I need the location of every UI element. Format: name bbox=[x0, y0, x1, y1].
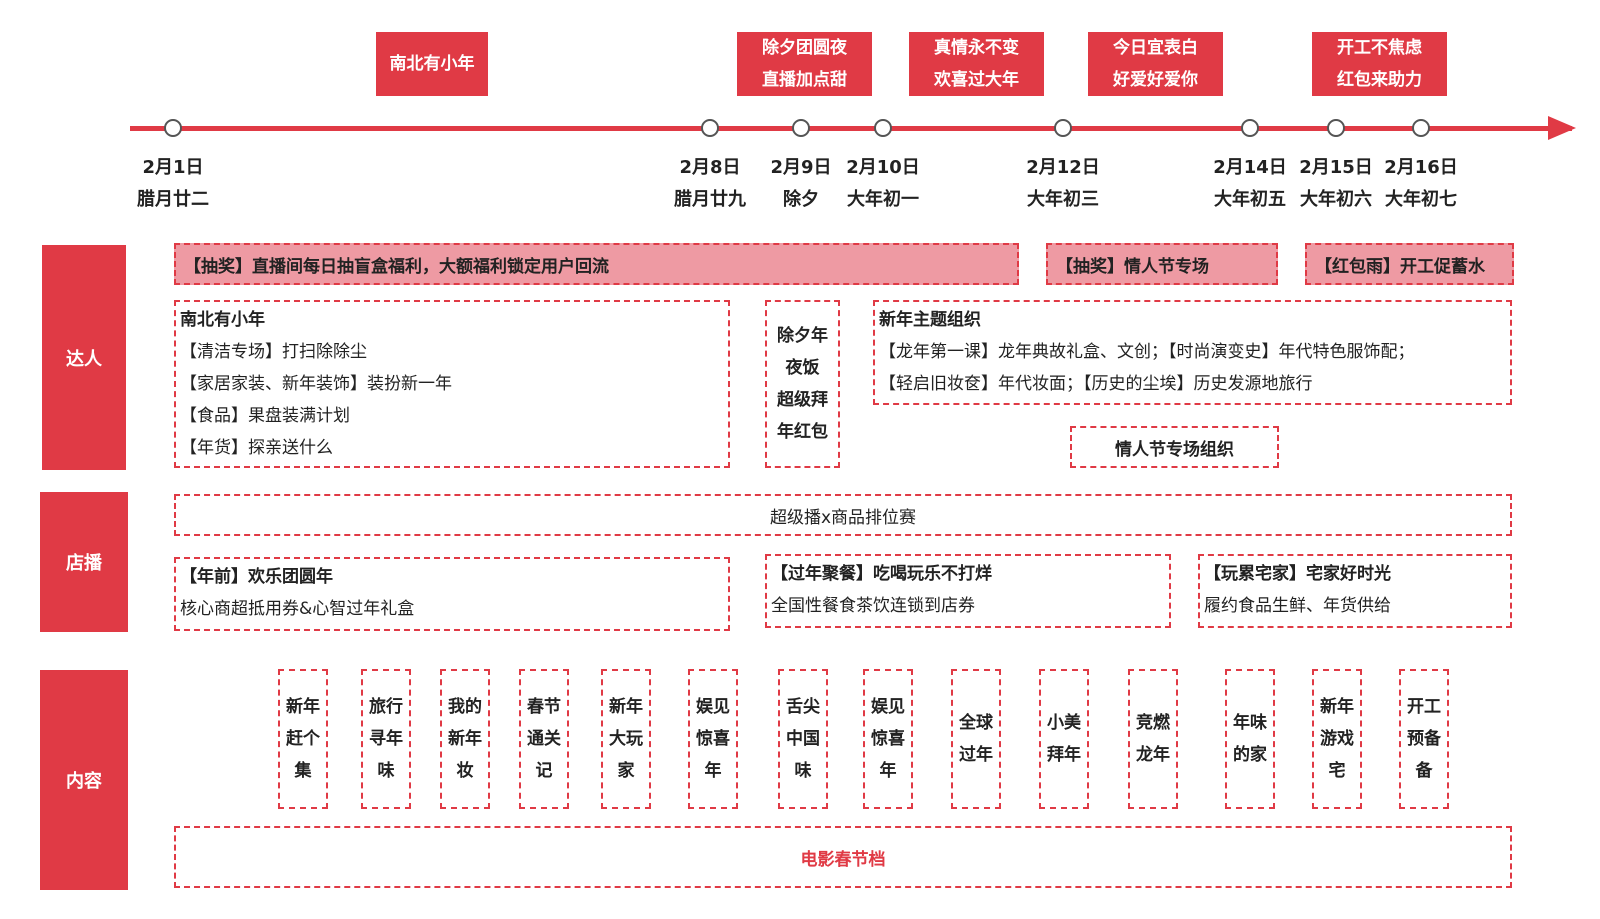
content-column: 开工预备备 bbox=[1399, 669, 1449, 809]
content-column: 小美拜年 bbox=[1039, 669, 1089, 809]
date-label: 2月15日大年初六 bbox=[1299, 157, 1373, 210]
content-column: 年味的家 bbox=[1225, 669, 1275, 809]
theme-line: 【龙年第一课】龙年典故礼盒、文创；【时尚演变史】年代特色服饰配； bbox=[879, 342, 1415, 362]
event-box-valentine: 今日宜表白 好爱好爱你 bbox=[1088, 32, 1223, 96]
list-item: 【清洁专场】打扫除除尘 bbox=[180, 342, 367, 362]
content-movie-bar: 电影春节档 bbox=[174, 826, 1512, 888]
redpacket-bar: 【红包雨】开工促蓄水 bbox=[1305, 243, 1514, 285]
event-line: 直播加点甜 bbox=[762, 70, 847, 90]
lottery-valentine-bar: 【抽奖】情人节专场 bbox=[1046, 243, 1278, 285]
event-box-spring-festival: 真情永不变 欢喜过大年 bbox=[909, 32, 1044, 96]
event-box-back-to-work: 开工不焦虑 红包来助力 bbox=[1312, 32, 1447, 96]
talent-eve-box: 除夕年 夜饭 超级拜 年红包 bbox=[765, 300, 840, 468]
timeline-dot bbox=[164, 119, 182, 137]
date-label: 2月16日大年初七 bbox=[1384, 157, 1458, 210]
date-label: 2月12日大年初三 bbox=[1026, 157, 1100, 210]
box-title: 【年前】欢乐团圆年 bbox=[180, 567, 333, 587]
content-column: 新年大玩家 bbox=[601, 669, 651, 809]
talent-small-new-year-box: 南北有小年 【清洁专场】打扫除除尘 【家居家装、新年装饰】装扮新一年 【食品】果… bbox=[174, 300, 730, 468]
content-column: 娱见惊喜年 bbox=[863, 669, 913, 809]
talent-valentine-box: 情人节专场组织 bbox=[1070, 426, 1279, 468]
timeline-dot bbox=[874, 119, 892, 137]
box-title: 南北有小年 bbox=[180, 310, 265, 330]
timeline-dot bbox=[1054, 119, 1072, 137]
list-item: 【家居家装、新年装饰】装扮新一年 bbox=[180, 374, 452, 394]
store-home-box: 【玩累宅家】宅家好时光 履约食品生鲜、年货供给 bbox=[1198, 554, 1512, 628]
timeline-arrow-icon bbox=[1548, 116, 1576, 140]
store-ranking-bar: 超级播x商品排位赛 bbox=[174, 494, 1512, 536]
content-column: 新年赶个集 bbox=[278, 669, 328, 809]
timeline-dot bbox=[1412, 119, 1430, 137]
content-column: 我的新年妆 bbox=[440, 669, 490, 809]
store-feast-box: 【过年聚餐】吃喝玩乐不打烊 全国性餐食茶饮连锁到店券 bbox=[765, 554, 1171, 628]
content-column: 竞燃龙年 bbox=[1128, 669, 1178, 809]
list-item: 【食品】果盘装满计划 bbox=[180, 406, 350, 426]
box-desc: 核心商超抵用券&心智过年礼盒 bbox=[180, 599, 415, 619]
timeline-dot bbox=[1241, 119, 1259, 137]
box-desc: 全国性餐食茶饮连锁到店券 bbox=[771, 596, 975, 616]
event-line: 真情永不变 bbox=[934, 38, 1019, 58]
event-line: 红包来助力 bbox=[1337, 70, 1422, 90]
row-label-store: 店播 bbox=[40, 492, 128, 632]
event-line: 除夕团圆夜 bbox=[762, 38, 847, 58]
content-column: 娱见惊喜年 bbox=[688, 669, 738, 809]
lottery-daily-bar: 【抽奖】直播间每日抽盲盒福利，大额福利锁定用户回流 bbox=[174, 243, 1019, 285]
date-label: 2月10日大年初一 bbox=[846, 157, 920, 210]
timeline-dot bbox=[1327, 119, 1345, 137]
store-before-box: 【年前】欢乐团圆年 核心商超抵用券&心智过年礼盒 bbox=[174, 557, 730, 631]
timeline-line bbox=[130, 126, 1572, 131]
event-line: 开工不焦虑 bbox=[1337, 38, 1422, 58]
content-column: 舌尖中国味 bbox=[778, 669, 828, 809]
event-box-new-year-eve: 除夕团圆夜 直播加点甜 bbox=[737, 32, 872, 96]
date-label: 2月9日除夕 bbox=[770, 157, 832, 210]
event-line: 南北有小年 bbox=[389, 54, 475, 74]
date-label: 2月1日腊月廿二 bbox=[137, 157, 209, 210]
timeline-dot bbox=[701, 119, 719, 137]
event-line: 好爱好爱你 bbox=[1113, 70, 1198, 90]
event-line: 欢喜过大年 bbox=[934, 70, 1019, 90]
date-label: 2月14日大年初五 bbox=[1213, 157, 1287, 210]
list-item: 【年货】探亲送什么 bbox=[180, 438, 333, 458]
box-title: 【玩累宅家】宅家好时光 bbox=[1204, 564, 1391, 584]
theme-line: 【轻启旧妆奁】年代妆面；【历史的尘埃】历史发源地旅行 bbox=[879, 374, 1313, 394]
content-column: 全球过年 bbox=[951, 669, 1001, 809]
row-label-content: 内容 bbox=[40, 670, 128, 890]
talent-theme-box: 新年主题组织 【龙年第一课】龙年典故礼盒、文创；【时尚演变史】年代特色服饰配； … bbox=[873, 300, 1512, 405]
timeline-dot bbox=[792, 119, 810, 137]
event-line: 今日宜表白 bbox=[1113, 38, 1198, 58]
row-label-talent: 达人 bbox=[42, 245, 126, 470]
box-title: 【过年聚餐】吃喝玩乐不打烊 bbox=[771, 564, 992, 584]
box-desc: 履约食品生鲜、年货供给 bbox=[1204, 596, 1391, 616]
content-column: 春节通关记 bbox=[519, 669, 569, 809]
content-column: 旅行寻年味 bbox=[361, 669, 411, 809]
event-box-small-new-year: 南北有小年 bbox=[376, 32, 488, 96]
content-column: 新年游戏宅 bbox=[1312, 669, 1362, 809]
date-label: 2月8日腊月廿九 bbox=[674, 157, 746, 210]
box-title: 新年主题组织 bbox=[879, 310, 981, 330]
